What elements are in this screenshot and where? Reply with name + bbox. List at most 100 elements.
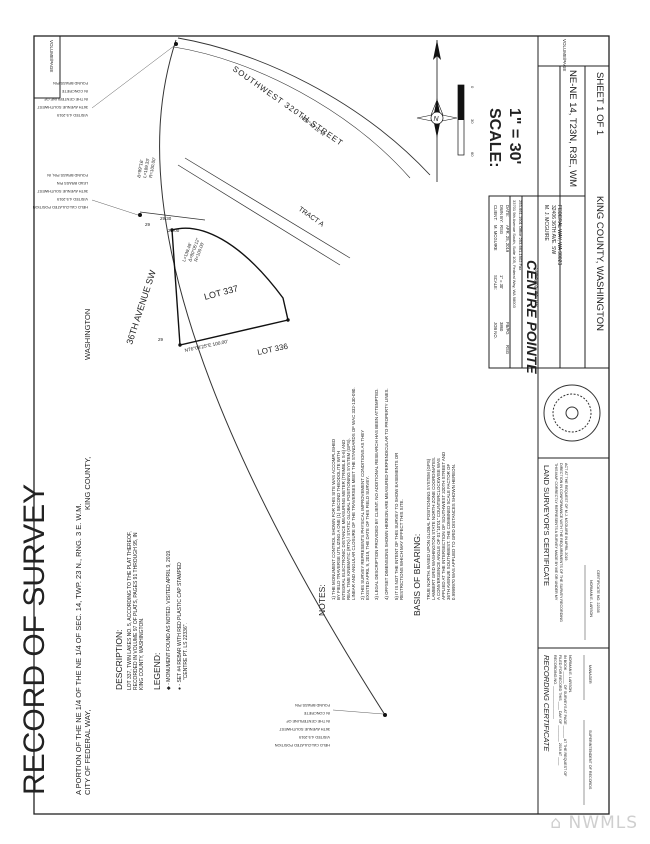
job-label-3: SCALE: [493,275,498,290]
surveyor-line-1: DIRECTION IN CONFORMANCE WITH THE REQUIR… [559,463,563,622]
job-label-1: DWN BY: [499,205,504,223]
job-value-0: M. MCGUIRE [493,225,498,251]
mon3-line-2: IN THE CENTERLINE OF [286,719,330,723]
lot-336-label: LOT 336 [257,342,290,357]
survey-subtitle-1: A PORTION OF THE NE 1/4 OF THE NE 1/4 OF… [74,504,83,795]
description-line-1: RECORDED IN VOLUME 97 OF PLATS, PAGES 91… [133,532,139,690]
dim-29b: 29 [158,337,164,342]
survey-title: RECORD OF SURVEY [18,484,51,795]
job-label-0: CLIENT: [493,205,498,221]
mon2-line-3: VISITED 4-9-2019 [57,197,88,201]
basis-line-5: 0.9999970 WAS APPLIED TO GRID DISTANCES … [451,464,456,600]
volume-page-label: VOLUME/PAGE [562,39,567,71]
lot-corner-se [286,318,290,322]
dim-29a: 29 [145,222,151,227]
firm-logo: CENTRE POINTE [524,260,540,374]
notes-line-6: EXISTED APRIL 9, 2019, THE DATE OF THIS … [365,476,370,600]
legend-heading: LEGEND: [152,653,162,690]
job-number-label: JOB NO. [493,322,498,339]
curve-radius: R=100.00' [148,157,157,178]
mon2-line-1: LEAD BRASS PIN [57,181,88,185]
scale-tick-0: 0 [470,86,475,89]
notes-line-9: 5) IT IS NOT THE INTENT OF THIS SURVEY T… [394,453,399,600]
location-line1: NE-NE 14, T23N, R3E, WM [567,70,578,187]
monument-1-callout: FOUND BRASS PIN IN CONCRETE IN THE CENTE… [37,81,88,117]
notes-line-10: RESTRICTIONS WHICH MAY EFFECT THIS SITE. [399,499,404,600]
volume-page-box [537,35,610,67]
description-line-0: LOT 337, TWIN LAKES NO. 5, ACCORDING TO … [127,531,133,690]
mon1-line-4: VISITED 4-9-2019 [57,113,88,117]
recording-line-0: RECORDING NO. ________________ [553,655,557,720]
recording-line-3: NORMAN E. LARSON. [568,655,572,693]
scale-bar: 0 30 60 SCALE: 1" = 30' [457,84,523,168]
firm-address: 33701 9th Avenue South, Suite 105, Feder… [512,200,517,309]
mon2-leader [91,199,139,216]
recording-line-1: FILED FOR RECORD THIS ____ DAY OF ______… [558,655,562,766]
monument-3 [383,713,387,717]
recording-heading: RECORDING CERTIFICATE [542,655,551,752]
notes-line-0: 1) THE MONUMENT CONTROL SHOWN FOR THIS S… [331,439,336,600]
description-heading: DESCRIPTION: [114,630,124,690]
scale-tick-60: 60 [470,152,475,157]
basis-line-2: A CONVERGENCE ANGLE OF 01°10'01" COUNTER… [436,458,441,600]
surveyor-seal-center [565,406,579,420]
surveyor-line-2: ACT AT THE REQUEST OF M.J. MCGUIRE IN AP… [564,463,568,562]
dim-2930: 29.30 [160,216,172,221]
lot-corner-sw [178,343,182,347]
monument-2-callout: FOUND BRASS PIN, IN LEAD BRASS PIN 36TH … [33,173,88,209]
seal-box [537,367,610,459]
job-value-2: APR. 25, 2019 [505,225,510,253]
row-line [139,211,206,221]
curve-delta: Δ=89°16' [136,159,144,178]
firm-tagline: Surveying, Inc., P.S. [534,268,539,308]
basis-line-0: TRUE NORTH. BASED UPON GLOBAL POSITIONIN… [426,458,431,600]
mon3-line-1: IN CONCRETE [303,711,330,715]
recording-sig-1: MANAGER [588,665,592,684]
arc-length: L=139.48' [181,242,193,262]
north-label: N [434,116,440,123]
north-arrow-icon: N [416,40,458,182]
survey-subtitle-4: WASHINGTON [83,309,92,360]
tract-label: TRACT A [297,206,325,229]
surveyor-line-0: THIS MAP CORRECTLY REPRESENTS A SURVEY M… [554,463,558,601]
firm-phone: 253-661-1901 Office 253-661-1902 Fax [518,200,523,270]
mon3-leader [332,709,384,715]
survey-subtitle-3: KING COUNTY, [83,457,92,510]
mon3-line-5: HELD CALCULATED POSITION [275,743,330,747]
surveyor-heading: LAND SURVEYOR'S CERTIFICATE [542,465,551,586]
scale-label: SCALE: [486,108,503,168]
basis-heading: BASIS OF BEARING: [412,534,422,616]
volume-page-label-left: VOLUME/PAGE [49,40,54,72]
legend-line-0: ◆ - MONUMENT FOUND AS NOTED. VISITED APR… [166,549,172,690]
volume-page-box-left [33,35,61,99]
mon1-line-0: FOUND BRASS PIN [53,81,88,85]
mon1-line-1: IN CONCRETE [61,89,88,93]
notes-line-5: 2) THIS SURVEY REPRESENTS PHYSICAL IMPRO… [360,430,365,600]
job-value-1: RSG [499,225,504,234]
mon3-line-0: FOUND BRASS PIN [295,703,330,707]
fb-page-value: RSG [505,345,510,354]
job-number: 3860 [499,322,504,332]
surveyor-name: NORMAN E. LARSON [589,580,593,617]
surveyor-cert: CERTIFICATE NO. 22336 [596,570,600,613]
avenue-centerline [159,39,386,716]
basis-line-4: 36TH AVENUE SOUTHWEST. THE COMBINED SCAL… [446,464,451,600]
mon2-line-2: 36TH AVENUE SOUTHWEST [37,189,88,193]
job-value-3: 1" = 30' [499,275,504,289]
job-label-2: DATE: [505,205,510,217]
mon1-line-2: IN THE CENTERLINE OF [44,97,88,101]
description-line-2: KING COUNTY, WASHINGTON. [139,618,145,690]
tract-line-1 [177,164,341,266]
dim-2900: 29.00 [168,228,180,233]
notes-line-4: LINEAR AND ANGULAR CLOSURE OF THE TRAVER… [351,387,356,600]
recording-line-2: IN BOOK ______ OF SURVEYS AT PAGE ______… [563,655,567,777]
legend-line-1: ● - SET #4 REBAR WITH RED PLASTIC CAP ST… [177,562,183,690]
surveyor-seal-inner [552,393,592,433]
lot-337-label: LOT 337 [203,283,239,302]
mon1-leader [91,45,175,109]
notes-line-8: 4) OFFSET DIMENSIONS SHOWN HEREON ARE ME… [384,388,389,600]
street-line-north-2 [173,46,411,179]
firm-block [488,195,539,369]
